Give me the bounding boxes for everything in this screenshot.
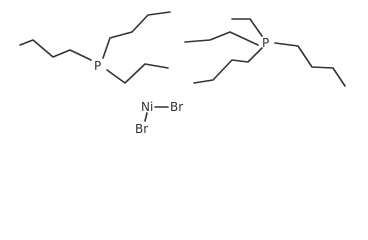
butyl-chain-left-top [102, 11, 171, 59]
phosphorus-atom-left: P [94, 59, 101, 73]
butyl-chain-right-left [184, 31, 259, 46]
nickel-dibromide: Ni Br Br [135, 100, 183, 136]
butyl-chain-right-top [231, 18, 263, 37]
tributylphosphine-left: P [19, 11, 171, 84]
structure-diagram: P P Ni Br Br [19, 11, 346, 136]
bromine-atom-bottom: Br [135, 122, 148, 136]
ni-br-bond-bottom [144, 112, 148, 122]
nickel-atom: Ni [141, 100, 153, 114]
butyl-chain-right-bottom [193, 47, 263, 84]
butyl-chain-left-bottom [106, 63, 169, 84]
bromine-atom-right: Br [170, 100, 183, 114]
phosphorus-atom-right: P [262, 36, 269, 50]
tributylphosphine-right: P [184, 18, 346, 87]
butyl-chain-left-upper [19, 39, 92, 61]
butyl-chain-right-right [274, 42, 346, 87]
